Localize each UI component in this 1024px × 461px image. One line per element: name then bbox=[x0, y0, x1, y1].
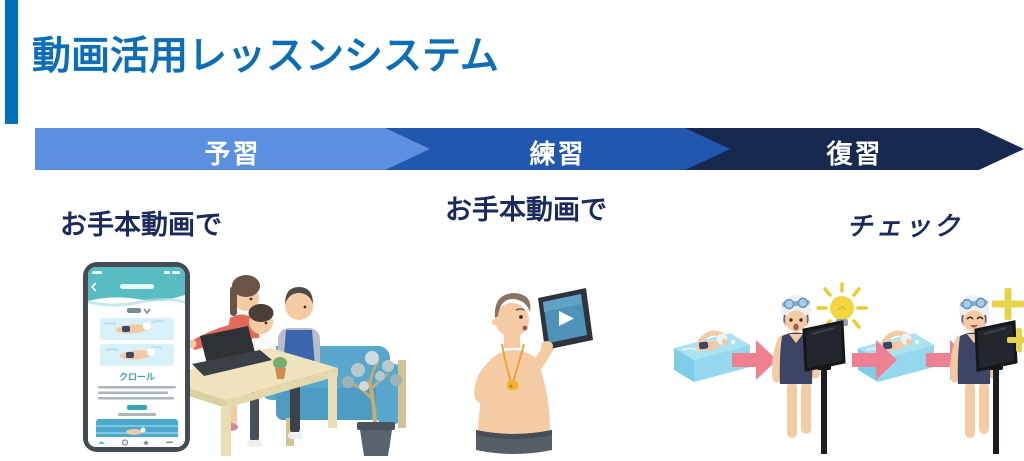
whistle bbox=[501, 343, 525, 390]
laptop bbox=[192, 326, 272, 376]
flow-band: 復習 練習 予習 bbox=[35, 128, 1024, 170]
home-icon bbox=[98, 441, 105, 444]
swim-image-1 bbox=[100, 318, 174, 340]
page-title: 動画活用レッスンシステム bbox=[32, 35, 499, 78]
stage-label-preview: 予習 bbox=[204, 139, 261, 169]
app-header bbox=[88, 267, 185, 307]
potted-tree bbox=[342, 351, 402, 456]
sparkle-icon bbox=[992, 288, 1024, 352]
back-icon bbox=[90, 282, 97, 292]
swimmer-girl-1 bbox=[772, 295, 820, 438]
app-screen: クロール bbox=[88, 267, 185, 447]
coach-hand bbox=[541, 341, 553, 351]
title-accent-bar bbox=[5, 0, 18, 124]
chevron-down-icon bbox=[143, 308, 151, 315]
preview-illustration: クロール bbox=[83, 262, 406, 456]
stage-chevron-review: 復習 bbox=[685, 128, 1024, 170]
caption-practice: お手本動画で bbox=[445, 195, 607, 225]
month-dropdown bbox=[127, 308, 151, 315]
star-icon bbox=[143, 440, 149, 446]
bottom-nav bbox=[88, 437, 185, 447]
stage-chevron-practice: 練習 bbox=[385, 128, 730, 170]
lightbulb-icon bbox=[816, 282, 868, 329]
swim-image-2 bbox=[100, 344, 174, 366]
description-lines bbox=[98, 386, 176, 400]
phone-mockup: クロール bbox=[83, 262, 190, 452]
stage-label-practice: 練習 bbox=[529, 139, 586, 169]
calendar-icon bbox=[121, 439, 129, 446]
caption-review: チェック bbox=[845, 211, 968, 241]
lesson-section-title bbox=[118, 405, 156, 416]
stroke-title: クロール bbox=[119, 372, 155, 382]
coach-figure bbox=[474, 293, 554, 454]
review-illustration bbox=[670, 282, 1024, 456]
menu-icon bbox=[166, 441, 173, 444]
play-icon bbox=[559, 311, 574, 326]
stage-label-review: 復習 bbox=[826, 139, 883, 169]
practice-illustration bbox=[474, 288, 593, 454]
stage-chevron-preview: 予習 bbox=[35, 128, 430, 170]
table-plant bbox=[273, 357, 287, 379]
tablet bbox=[538, 288, 593, 350]
caption-preview: お手本動画で bbox=[60, 210, 222, 240]
